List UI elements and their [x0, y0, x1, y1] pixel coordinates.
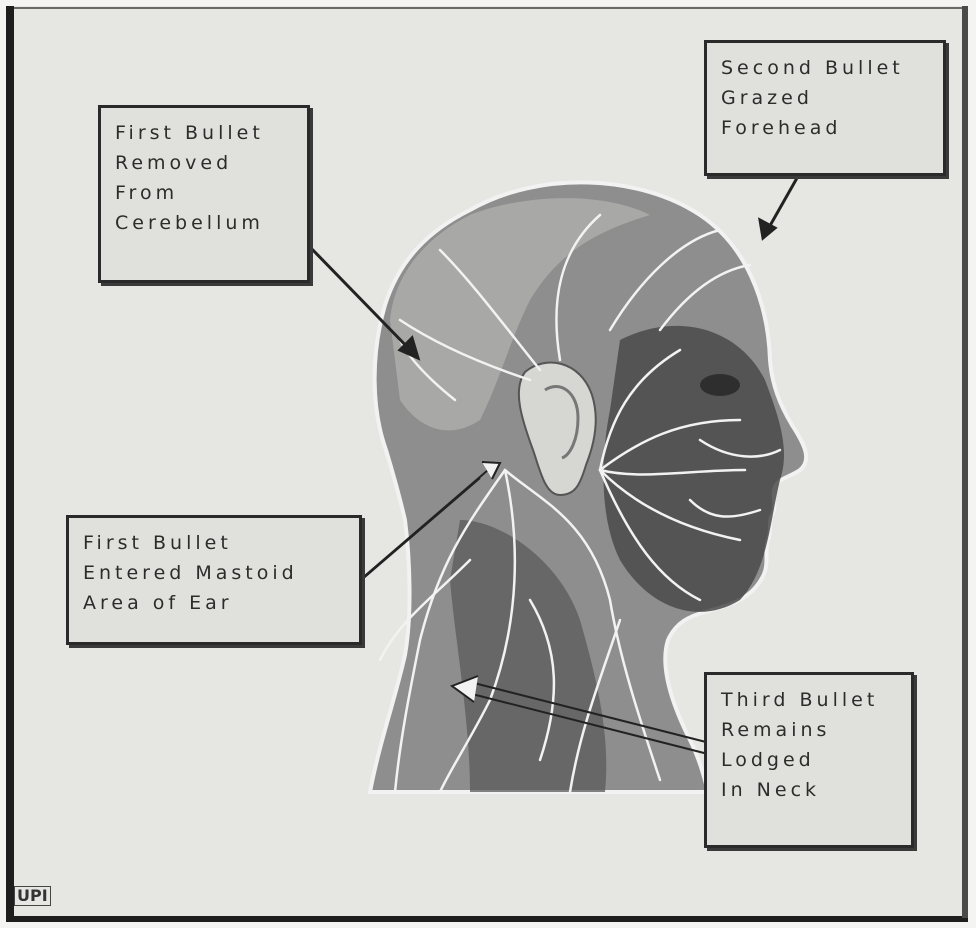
callout-line: Lodged [721, 745, 897, 775]
callout-line: Entered Mastoid [83, 558, 345, 588]
callout-first-bullet-entered: First Bullet Entered Mastoid Area of Ear [66, 515, 362, 645]
callout-line: Cerebellum [115, 208, 293, 238]
callout-line: Grazed [721, 83, 929, 113]
callout-third-bullet: Third Bullet Remains Lodged In Neck [704, 672, 914, 848]
callout-line: First Bullet [115, 118, 293, 148]
callout-line: First Bullet [83, 528, 345, 558]
frame-left-edge [6, 6, 14, 918]
callout-line: Second Bullet [721, 53, 929, 83]
callout-line: In Neck [721, 775, 897, 805]
callout-line: Third Bullet [721, 685, 897, 715]
callout-first-bullet-removed: First Bullet Removed From Cerebellum [98, 105, 310, 283]
frame-right-edge [962, 6, 968, 918]
callout-line: Area of Ear [83, 588, 345, 618]
frame-bottom-edge [6, 916, 968, 922]
face-muscles [603, 326, 784, 612]
photo-credit: UPI [14, 886, 51, 906]
callout-line: Removed [115, 148, 293, 178]
eye [700, 374, 740, 396]
callout-line: Forehead [721, 113, 929, 143]
callout-line: From [115, 178, 293, 208]
callout-line: Remains [721, 715, 897, 745]
callout-second-bullet: Second Bullet Grazed Forehead [704, 40, 946, 176]
